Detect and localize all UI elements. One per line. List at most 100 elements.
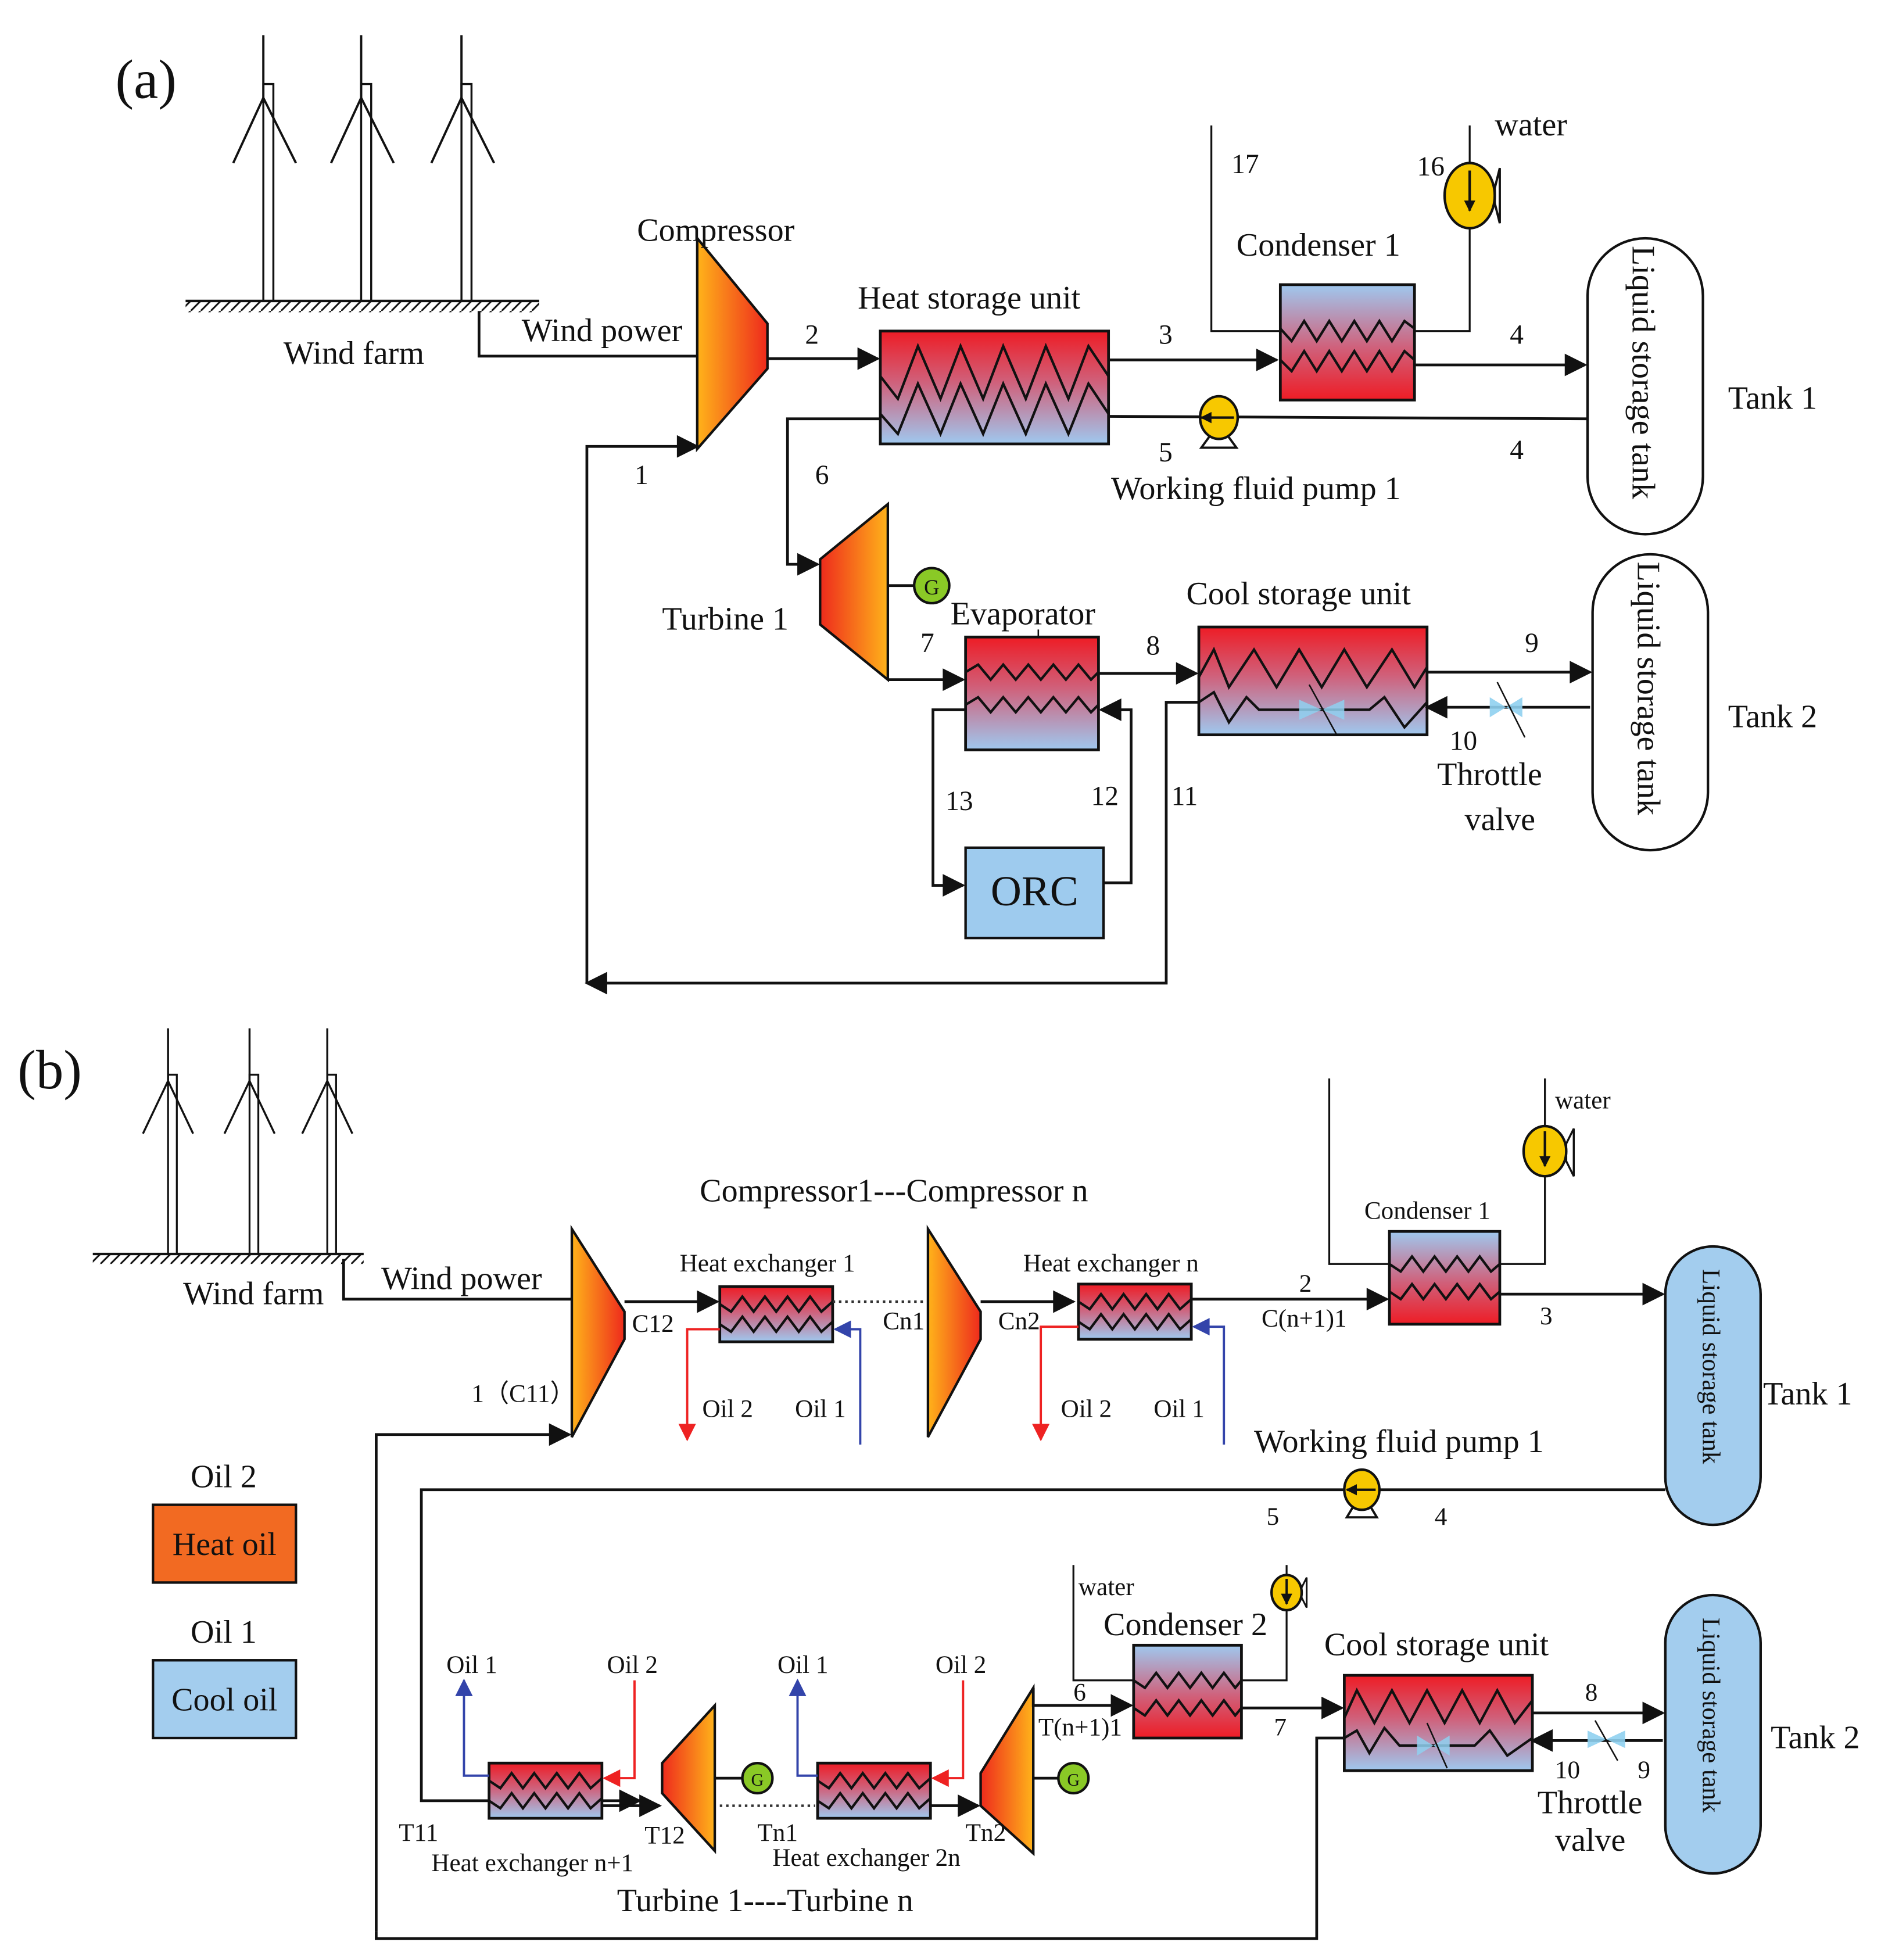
throttle-valve-icon-b bbox=[1588, 1720, 1625, 1761]
turbine-series-label: Turbine 1----Turbine n bbox=[617, 1883, 913, 1919]
wind-turbine-icon bbox=[232, 35, 298, 302]
oil-1-label-n: Oil 1 bbox=[1153, 1396, 1205, 1423]
state-b-2: 2 bbox=[1299, 1270, 1312, 1298]
oil-1-label-n1: Oil 1 bbox=[446, 1651, 497, 1679]
wind-power-line-b bbox=[342, 1259, 572, 1301]
state-b-t11: T11 bbox=[399, 1819, 438, 1847]
wind-turbine-icon bbox=[329, 35, 395, 302]
heat-exchanger-1-icon bbox=[718, 1285, 834, 1343]
state-b-c12: C12 bbox=[632, 1310, 674, 1338]
state-9: 9 bbox=[1525, 628, 1539, 658]
oil-1-label-2n: Oil 1 bbox=[778, 1651, 829, 1679]
water-pump-icon-b2 bbox=[1270, 1574, 1308, 1612]
state-10: 10 bbox=[1450, 726, 1477, 757]
oil-2-label-n: Oil 2 bbox=[1061, 1396, 1112, 1423]
water-pump-icon-b1 bbox=[1522, 1124, 1575, 1178]
compressor-1-icon bbox=[570, 1224, 626, 1438]
svg-text:G: G bbox=[751, 1770, 764, 1790]
condenser-2-icon bbox=[1132, 1643, 1243, 1740]
panel-a-label: (a) bbox=[116, 48, 177, 110]
oil-1-out-2n bbox=[789, 1678, 818, 1777]
cool-storage-unit-label: Cool storage unit bbox=[1186, 576, 1411, 612]
throttle-valve-icon bbox=[1489, 682, 1526, 738]
water-pump-icon bbox=[1443, 162, 1501, 230]
working-fluid-pump-label-b: Working fluid pump 1 bbox=[1254, 1424, 1544, 1460]
state-12: 12 bbox=[1091, 781, 1118, 811]
svg-text:ORC: ORC bbox=[991, 868, 1079, 915]
state-3: 3 bbox=[1159, 320, 1173, 350]
working-fluid-pump-1-icon bbox=[1199, 395, 1239, 449]
legend-oil1-title: Oil 1 bbox=[191, 1614, 257, 1650]
state-8: 8 bbox=[1146, 630, 1160, 661]
heat-exchanger-2n-icon bbox=[816, 1761, 932, 1820]
tank-1-text-b: Liquid storage tank bbox=[1697, 1269, 1725, 1464]
tank-2-text-b: Liquid storage tank bbox=[1697, 1618, 1725, 1813]
tank-2: Liquid storage tank bbox=[1591, 553, 1710, 852]
state-16: 16 bbox=[1417, 152, 1445, 182]
generator-icon-b1: G bbox=[741, 1762, 774, 1795]
state-b-9: 9 bbox=[1638, 1757, 1650, 1784]
wind-turbine-icon bbox=[223, 1028, 276, 1255]
condenser-1-icon-b bbox=[1388, 1230, 1502, 1326]
condenser-2-label: Condenser 2 bbox=[1103, 1607, 1267, 1643]
cool-storage-unit-label-b: Cool storage unit bbox=[1324, 1627, 1549, 1663]
state-5: 5 bbox=[1159, 438, 1173, 468]
state-b-cn1-1: C(n+1)1 bbox=[1262, 1305, 1347, 1332]
state-b-8: 8 bbox=[1585, 1679, 1598, 1706]
panel-b-label: (b) bbox=[17, 1039, 82, 1101]
state-b-3: 3 bbox=[1540, 1303, 1553, 1330]
wind-power-label: Wind power bbox=[522, 313, 683, 349]
throttle-valve-label-1: Throttle bbox=[1437, 757, 1542, 793]
water-outlet-17 bbox=[1210, 125, 1281, 332]
tank-1-label: Tank 1 bbox=[1728, 381, 1817, 417]
state-b-1: 1（C11） bbox=[471, 1380, 575, 1408]
state-b-tn1: Tn1 bbox=[757, 1819, 798, 1847]
heat-exchanger-n1-label: Heat exchanger n+1 bbox=[431, 1850, 633, 1877]
throttle-valve-label-b2: valve bbox=[1555, 1822, 1625, 1858]
state-b-5: 5 bbox=[1267, 1503, 1280, 1531]
working-fluid-pump-1-icon-b bbox=[1343, 1468, 1381, 1519]
state-b-cn1: Cn1 bbox=[883, 1308, 925, 1335]
water-outlet-b2 bbox=[1072, 1565, 1134, 1682]
generator-icon: G bbox=[913, 567, 951, 605]
orc-block: ORC bbox=[964, 846, 1105, 940]
flow-12 bbox=[1098, 698, 1133, 884]
generator-icon-b2: G bbox=[1057, 1762, 1090, 1795]
flow-b-return bbox=[375, 1736, 1345, 1940]
wind-turbine-icon bbox=[142, 1028, 194, 1255]
working-fluid-pump-label: Working fluid pump 1 bbox=[1111, 471, 1401, 507]
wind-farm-label-b: Wind farm bbox=[183, 1275, 324, 1312]
oil-1-in-1 bbox=[833, 1320, 862, 1445]
condenser-1-label: Condenser 1 bbox=[1237, 227, 1400, 263]
tank-2-label: Tank 2 bbox=[1728, 699, 1817, 735]
throttle-valve-label-2: valve bbox=[1465, 802, 1535, 838]
water-label-b1: water bbox=[1555, 1087, 1611, 1115]
turbine-1-icon bbox=[819, 501, 890, 683]
wind-turbine-icon bbox=[301, 1028, 353, 1255]
legend-heat-oil-swatch bbox=[152, 1503, 298, 1584]
compressor-series-label: Compressor1---Compressor n bbox=[700, 1173, 1088, 1209]
compressor-label: Compressor bbox=[637, 212, 794, 248]
wind-power-line bbox=[477, 311, 697, 358]
state-b-t12: T12 bbox=[644, 1822, 685, 1849]
tank-1-b: Liquid storage tank bbox=[1664, 1245, 1762, 1527]
water-label-b2: water bbox=[1079, 1574, 1134, 1601]
tank-1: Liquid storage tank bbox=[1586, 237, 1704, 536]
oil-2-label-2n: Oil 2 bbox=[936, 1651, 987, 1679]
state-7: 7 bbox=[920, 628, 934, 658]
state-11: 11 bbox=[1171, 781, 1198, 811]
tank-1-label-b: Tank 1 bbox=[1763, 1376, 1852, 1412]
flow-b-1 bbox=[375, 1423, 572, 1932]
flow-1 bbox=[585, 435, 700, 983]
state-2: 2 bbox=[805, 320, 819, 350]
legend-cool-oil-swatch bbox=[152, 1659, 298, 1740]
legend-oil2-title: Oil 2 bbox=[191, 1459, 257, 1495]
tank-2-b: Liquid storage tank bbox=[1664, 1593, 1762, 1875]
water-outlet-b1 bbox=[1328, 1078, 1390, 1265]
state-13: 13 bbox=[945, 786, 973, 816]
turbine-1-label: Turbine 1 bbox=[662, 601, 789, 637]
cool-storage-unit-icon-b bbox=[1343, 1674, 1534, 1772]
heat-exchanger-1-label: Heat exchanger 1 bbox=[680, 1250, 855, 1277]
wind-turbine-icon bbox=[430, 35, 495, 302]
state-b-10: 10 bbox=[1555, 1757, 1580, 1784]
